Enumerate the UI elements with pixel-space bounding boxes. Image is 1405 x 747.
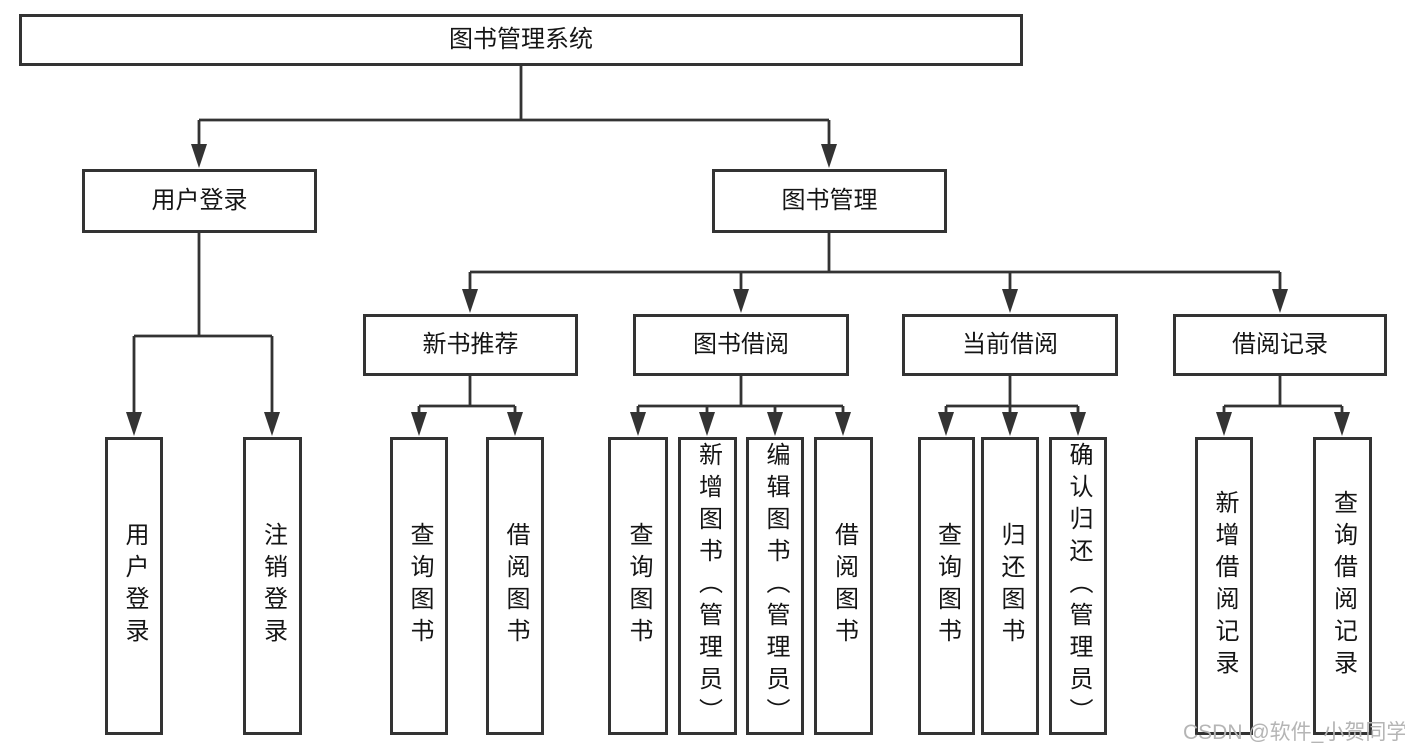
leaf-borrow-add-book-admin: 新增图书（管理员） — [678, 437, 737, 735]
node-book-borrowing-label: 图书借阅 — [693, 331, 789, 358]
leaf-record-add-borrow-record-label: 新增借阅记录 — [1211, 490, 1238, 682]
leaf-current-confirm-return-admin: 确认归还（管理员） — [1049, 437, 1107, 735]
arrow-down-icon — [1070, 412, 1086, 436]
node-book-management: 图书管理 — [712, 169, 947, 233]
node-new-book-recommend-label: 新书推荐 — [422, 331, 519, 358]
leaf-recommend-query-book-label: 查询图书 — [406, 522, 433, 650]
arrow-down-icon — [191, 144, 207, 168]
node-current-borrowing-label: 当前借阅 — [962, 331, 1058, 358]
leaf-borrow-query-book-label: 查询图书 — [625, 522, 652, 650]
arrow-down-icon — [733, 289, 749, 313]
node-user-login-label: 用户登录 — [151, 187, 248, 214]
leaf-current-return-book-label: 归还图书 — [997, 522, 1024, 650]
leaf-user-login-label: 用户登录 — [121, 522, 148, 650]
arrow-down-icon — [126, 412, 142, 436]
arrow-down-icon — [411, 412, 427, 436]
arrow-down-icon — [630, 412, 646, 436]
leaf-record-query-borrow-record: 查询借阅记录 — [1313, 437, 1372, 735]
node-user-login: 用户登录 — [82, 169, 317, 233]
leaf-recommend-query-book: 查询图书 — [390, 437, 448, 735]
connector-borrowing-records-branch — [1222, 376, 1344, 418]
arrow-down-icon — [507, 412, 523, 436]
leaf-current-confirm-return-admin-label: 确认归还（管理员） — [1065, 442, 1092, 730]
leaf-current-return-book: 归还图书 — [981, 437, 1039, 735]
arrow-down-icon — [264, 412, 280, 436]
node-current-borrowing: 当前借阅 — [902, 314, 1118, 376]
connector-current-borrowing-branch — [944, 376, 1080, 418]
leaf-borrow-borrow-book-label: 借阅图书 — [830, 522, 858, 650]
leaf-borrow-borrow-book: 借阅图书 — [814, 437, 873, 735]
csdn-watermark: CSDN @软件_小贺同学 — [1183, 721, 1405, 744]
arrow-down-icon — [938, 412, 954, 436]
arrow-down-icon — [835, 412, 851, 436]
leaf-logout: 注销登录 — [243, 437, 302, 735]
leaf-record-query-borrow-record-label: 查询借阅记录 — [1329, 490, 1357, 682]
leaf-logout-label: 注销登录 — [259, 522, 287, 650]
leaf-recommend-borrow-book: 借阅图书 — [486, 437, 544, 735]
leaf-recommend-borrow-book-label: 借阅图书 — [502, 522, 529, 650]
arrow-down-icon — [767, 412, 783, 436]
arrow-down-icon — [1216, 412, 1232, 436]
leaf-borrow-add-book-admin-label: 新增图书（管理员） — [694, 442, 722, 730]
arrow-down-icon — [699, 412, 715, 436]
leaf-user-login: 用户登录 — [105, 437, 163, 735]
arrow-down-icon — [821, 144, 837, 168]
arrow-down-icon — [1272, 289, 1288, 313]
connector-user-login-branch — [132, 233, 274, 418]
connector-root-to-level2 — [197, 66, 831, 148]
leaf-borrow-edit-book-admin: 编辑图书（管理员） — [746, 437, 804, 735]
arrow-down-icon — [462, 289, 478, 313]
node-borrowing-records-label: 借阅记录 — [1232, 331, 1328, 358]
node-new-book-recommend: 新书推荐 — [363, 314, 578, 376]
node-borrowing-records: 借阅记录 — [1173, 314, 1387, 376]
node-book-borrowing: 图书借阅 — [633, 314, 849, 376]
leaf-current-query-book: 查询图书 — [918, 437, 975, 735]
leaf-borrow-edit-book-admin-label: 编辑图书（管理员） — [762, 442, 789, 730]
node-root: 图书管理系统 — [19, 14, 1023, 66]
leaf-borrow-query-book: 查询图书 — [608, 437, 668, 735]
connector-book-management-branch — [468, 233, 1282, 293]
connector-new-book-branch — [417, 376, 517, 418]
connector-book-borrowing-branch — [636, 376, 845, 418]
arrow-down-icon — [1334, 412, 1350, 436]
leaf-current-query-book-label: 查询图书 — [933, 522, 961, 650]
arrow-down-icon — [1002, 289, 1018, 313]
arrow-down-icon — [1002, 412, 1018, 436]
node-root-label: 图书管理系统 — [449, 26, 593, 53]
node-book-management-label: 图书管理 — [781, 187, 878, 214]
leaf-record-add-borrow-record: 新增借阅记录 — [1195, 437, 1253, 735]
